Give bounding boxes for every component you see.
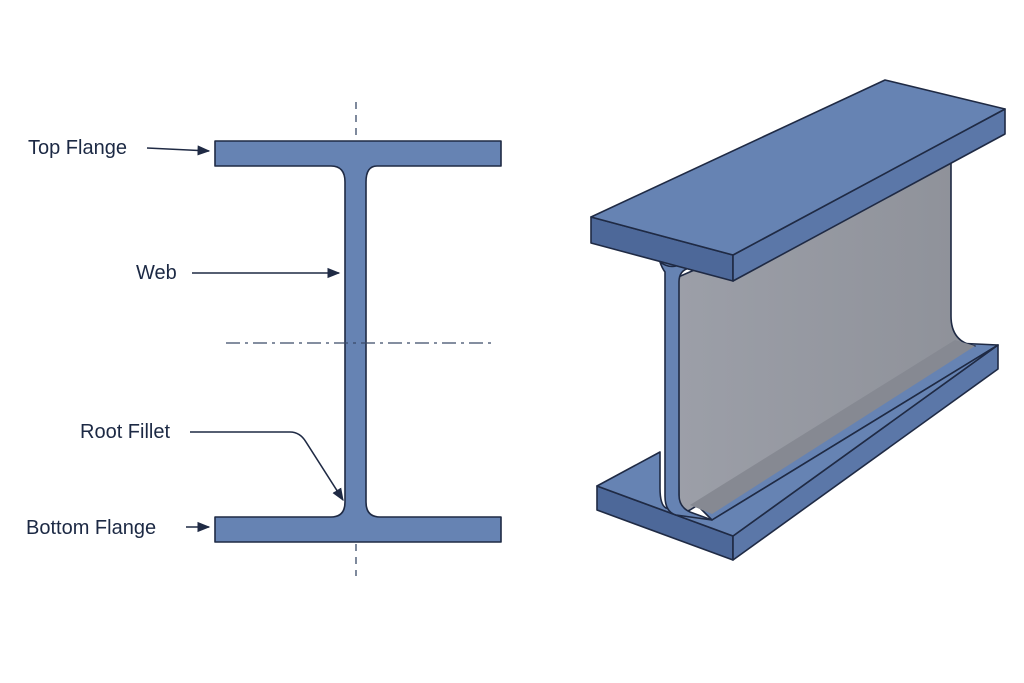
i-section-shape (214, 140, 502, 543)
top-flange-top-surface (590, 79, 1006, 256)
web-shadow-stripe (690, 340, 975, 514)
cross-section: Top Flange Web Root Fillet Bottom Flange (26, 102, 502, 576)
label-top-flange: Top Flange (28, 137, 127, 159)
label-web: Web (136, 262, 177, 284)
label-root-fillet: Root Fillet (80, 421, 170, 443)
isometric-beam (590, 79, 1006, 561)
arrow-root-fillet (190, 431, 344, 502)
web-end-face (659, 261, 713, 521)
top-fillet-line (659, 261, 677, 268)
bottom-flange-top-front (596, 344, 999, 537)
arrow-top-flange (146, 145, 211, 156)
label-bottom-flange: Bottom Flange (26, 517, 156, 539)
